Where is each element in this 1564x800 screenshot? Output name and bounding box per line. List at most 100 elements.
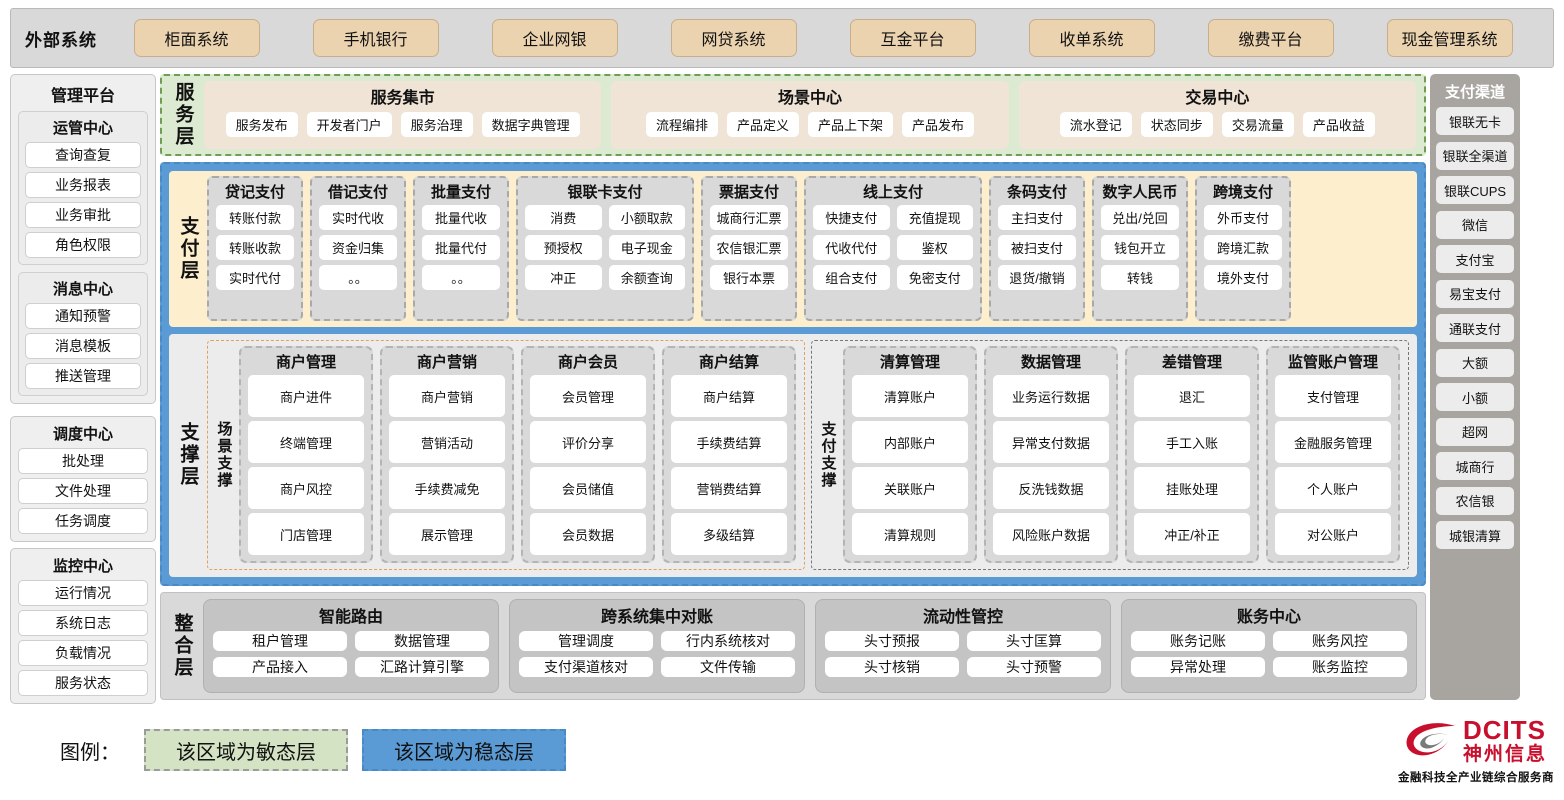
payment-channel-item[interactable]: 支付宝 (1436, 245, 1514, 273)
external-system-chip[interactable]: 缴费平台 (1207, 19, 1334, 57)
scene-item[interactable]: 会员管理 (530, 375, 646, 417)
service-item[interactable]: 产品上下架 (807, 112, 893, 137)
payment-item[interactable]: 批量代收 (422, 205, 500, 230)
paysup-item[interactable]: 挂账处理 (1134, 467, 1250, 509)
payment-item[interactable]: 主扫支付 (998, 205, 1076, 230)
management-item[interactable]: 系统日志 (18, 610, 148, 636)
management-item[interactable]: 角色权限 (25, 232, 141, 258)
payment-item[interactable]: 兑出/兑回 (1101, 205, 1179, 230)
payment-channel-item[interactable]: 超网 (1436, 417, 1514, 446)
payment-item[interactable]: 鉴权 (896, 235, 973, 260)
service-item[interactable]: 产品定义 (726, 112, 799, 137)
scene-item[interactable]: 会员数据 (530, 513, 646, 555)
management-item[interactable]: 通知预警 (25, 303, 141, 329)
payment-item[interactable]: 转钱 (1101, 265, 1179, 290)
paysup-item[interactable]: 关联账户 (852, 467, 968, 509)
service-item[interactable]: 流程编排 (645, 112, 718, 137)
payment-channel-item[interactable]: 城商行 (1436, 452, 1514, 480)
integration-item[interactable]: 头寸匡算 (967, 631, 1101, 651)
paysup-item[interactable]: 支付管理 (1275, 375, 1391, 417)
management-item[interactable]: 任务调度 (18, 508, 148, 534)
management-item[interactable]: 运行情况 (18, 580, 148, 606)
external-system-chip[interactable]: 柜面系统 (133, 19, 260, 57)
integration-item[interactable]: 账务风控 (1273, 631, 1407, 651)
payment-item[interactable]: 免密支付 (896, 265, 973, 290)
management-item[interactable]: 业务审批 (25, 202, 141, 228)
integration-item[interactable]: 管理调度 (519, 631, 653, 651)
payment-item[interactable]: 小额取款 (608, 205, 685, 230)
scene-item[interactable]: 商户风控 (248, 467, 364, 509)
integration-item[interactable]: 账务记账 (1131, 631, 1265, 651)
service-item[interactable]: 服务治理 (400, 112, 473, 137)
external-system-chip[interactable]: 现金管理系统 (1386, 19, 1513, 57)
integration-item[interactable]: 行内系统核对 (661, 631, 795, 651)
payment-item[interactable]: 。。 (319, 265, 397, 290)
management-item[interactable]: 负载情况 (18, 640, 148, 666)
payment-item[interactable]: 实时代收 (319, 205, 397, 230)
payment-channel-item[interactable]: 通联支付 (1436, 314, 1514, 342)
scene-item[interactable]: 商户结算 (671, 375, 787, 417)
service-item[interactable]: 状态同步 (1140, 112, 1213, 137)
service-item[interactable]: 产品收益 (1302, 112, 1375, 137)
management-item[interactable]: 推送管理 (25, 363, 141, 389)
payment-item[interactable]: 外币支付 (1204, 205, 1282, 230)
management-item[interactable]: 服务状态 (18, 670, 148, 696)
payment-item[interactable]: 冲正 (525, 265, 602, 290)
paysup-item[interactable]: 业务运行数据 (993, 375, 1109, 417)
payment-item[interactable]: 消费 (525, 205, 602, 230)
paysup-item[interactable]: 风险账户数据 (993, 513, 1109, 555)
payment-item[interactable]: 批量代付 (422, 235, 500, 260)
payment-channel-item[interactable]: 城银清算 (1436, 521, 1514, 549)
paysup-item[interactable]: 对公账户 (1275, 513, 1391, 555)
payment-item[interactable]: 银行本票 (710, 265, 788, 290)
scene-item[interactable]: 多级结算 (671, 513, 787, 555)
service-item[interactable]: 交易流量 (1221, 112, 1294, 137)
paysup-item[interactable]: 金融服务管理 (1275, 421, 1391, 463)
payment-channel-item[interactable]: 银联全渠道 (1436, 141, 1514, 170)
payment-item[interactable]: 被扫支付 (998, 235, 1076, 260)
payment-item[interactable]: 境外支付 (1204, 265, 1282, 290)
management-item[interactable]: 消息模板 (25, 333, 141, 359)
scene-item[interactable]: 商户进件 (248, 375, 364, 417)
scene-item[interactable]: 会员储值 (530, 467, 646, 509)
management-item[interactable]: 文件处理 (18, 478, 148, 504)
payment-item[interactable]: 。。 (422, 265, 500, 290)
payment-channel-item[interactable]: 微信 (1436, 210, 1514, 239)
service-item[interactable]: 产品发布 (902, 112, 975, 137)
scene-item[interactable]: 营销活动 (389, 421, 505, 463)
payment-item[interactable]: 转账付款 (216, 205, 294, 230)
payment-item[interactable]: 钱包开立 (1101, 235, 1179, 260)
service-item[interactable]: 数据字典管理 (481, 112, 580, 137)
integration-item[interactable]: 头寸预报 (825, 631, 959, 651)
scene-item[interactable]: 商户营销 (389, 375, 505, 417)
payment-channel-item[interactable]: 银联无卡 (1436, 107, 1514, 135)
payment-item[interactable]: 余额查询 (608, 265, 685, 290)
scene-item[interactable]: 展示管理 (389, 513, 505, 555)
integration-item[interactable]: 头寸核销 (825, 657, 959, 677)
paysup-item[interactable]: 手工入账 (1134, 421, 1250, 463)
integration-item[interactable]: 文件传输 (661, 657, 795, 677)
payment-item[interactable]: 资金归集 (319, 235, 397, 260)
scene-item[interactable]: 营销费结算 (671, 467, 787, 509)
integration-item[interactable]: 产品接入 (213, 657, 347, 677)
scene-item[interactable]: 门店管理 (248, 513, 364, 555)
scene-item[interactable]: 终端管理 (248, 421, 364, 463)
payment-channel-item[interactable]: 农信银 (1436, 486, 1514, 515)
integration-item[interactable]: 数据管理 (355, 631, 489, 651)
scene-item[interactable]: 评价分享 (530, 421, 646, 463)
service-item[interactable]: 流水登记 (1059, 112, 1132, 137)
paysup-item[interactable]: 反洗钱数据 (993, 467, 1109, 509)
paysup-item[interactable]: 退汇 (1134, 375, 1250, 417)
external-system-chip[interactable]: 互金平台 (849, 19, 976, 57)
payment-item[interactable]: 实时代付 (216, 265, 294, 290)
payment-item[interactable]: 城商行汇票 (710, 205, 788, 230)
external-system-chip[interactable]: 网贷系统 (670, 19, 797, 57)
payment-item[interactable]: 农信银汇票 (710, 235, 788, 260)
external-system-chip[interactable]: 收单系统 (1028, 19, 1155, 57)
management-item[interactable]: 业务报表 (25, 172, 141, 198)
payment-item[interactable]: 快捷支付 (813, 205, 890, 230)
payment-item[interactable]: 退货/撤销 (998, 265, 1076, 290)
external-system-chip[interactable]: 企业网银 (491, 19, 618, 57)
management-item[interactable]: 批处理 (18, 448, 148, 474)
management-item[interactable]: 查询查复 (25, 142, 141, 168)
